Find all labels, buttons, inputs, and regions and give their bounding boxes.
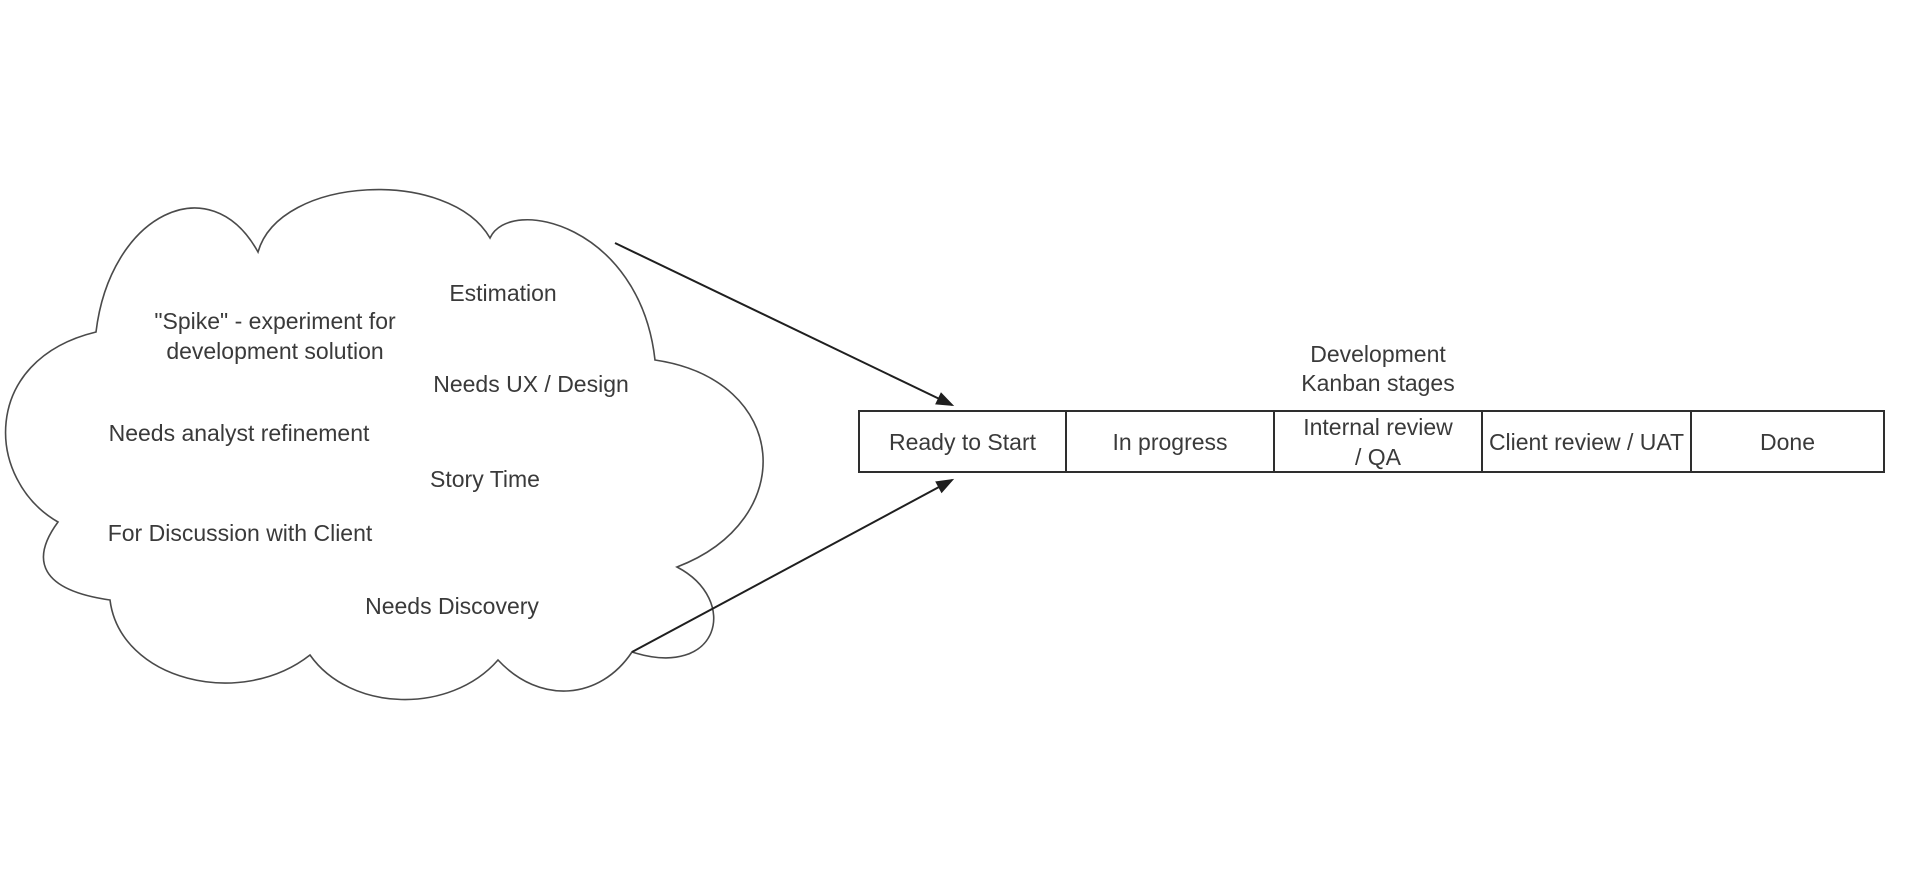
cloud-item-needs-analyst-refinement: Needs analyst refinement xyxy=(108,420,370,446)
stage-label: Internal review / QA xyxy=(1303,413,1453,470)
cloud-item-for-discussion-with-client: For Discussion with Client xyxy=(107,520,373,546)
stage-label: Ready to Start xyxy=(888,428,1037,455)
kanban-title: Development Kanban stages xyxy=(1301,340,1454,398)
stage-label: Client review / UAT xyxy=(1488,428,1685,455)
stage-label: Done xyxy=(1760,428,1815,455)
connector-arrow-bottom xyxy=(631,478,955,653)
cloud-item-needs-discovery: Needs Discovery xyxy=(365,593,539,619)
kanban-stage-in-progress: In progress xyxy=(1067,412,1275,471)
cloud-item-spike: "Spike" - experiment for development sol… xyxy=(154,308,396,364)
kanban-stage-bar: Ready to Start In progress Internal revi… xyxy=(858,410,1885,473)
kanban-stage-done: Done xyxy=(1692,412,1883,471)
kanban-stage-internal-review-qa: Internal review / QA xyxy=(1275,412,1483,471)
stage-label: In progress xyxy=(1112,428,1228,455)
kanban-title-line2: Kanban stages xyxy=(1301,370,1455,396)
cloud-shape xyxy=(4,188,764,701)
cloud-item-estimation: Estimation xyxy=(449,280,557,306)
kanban-stage-ready-to-start: Ready to Start xyxy=(860,412,1067,471)
connector-arrow-top xyxy=(614,242,955,407)
cloud-item-needs-ux-design: Needs UX / Design xyxy=(433,371,629,397)
kanban-stage-client-review-uat: Client review / UAT xyxy=(1483,412,1692,471)
cloud-item-story-time: Story Time xyxy=(430,466,540,492)
kanban-title-line1: Development xyxy=(1310,341,1446,367)
